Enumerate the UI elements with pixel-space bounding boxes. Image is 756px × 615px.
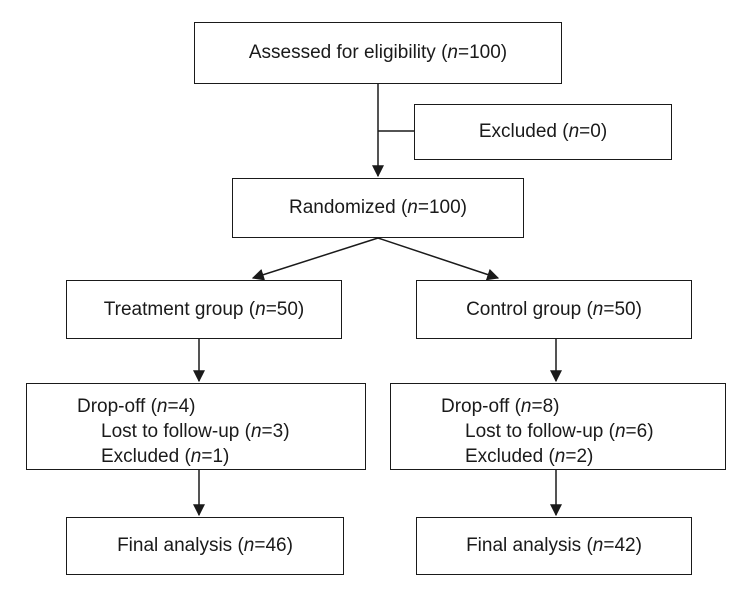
excluded-value: =0) [579,121,608,142]
assessed-label: Assessed for eligibility ( [248,42,448,63]
randomized-value: =100) [417,197,467,218]
treatment-dropoff-box: Drop-off (n=4) Lost to follow-up (n=3) E… [26,383,366,470]
treatment-final-value: =46) [254,535,293,556]
control-excluded-line: Excluded (n=2) [465,446,594,467]
excluded-label: Excluded ( [478,121,569,142]
control-group-box: Control group (n=50) [416,280,692,339]
treatment-final-n: n [243,535,255,556]
control-dropoff-box: Drop-off (n=8) Lost to follow-up (n=6) E… [390,383,726,470]
treatment-group-value: =50) [265,298,305,320]
excluded-box: Excluded (n=0) [414,104,672,160]
treatment-dropoff-line: Drop-off (n=4) [77,396,196,417]
randomized-n: n [407,197,418,218]
excluded-n: n [568,121,580,142]
randomized-label: Randomized ( [289,197,408,218]
control-final-box: Final analysis (n=42) [416,517,692,575]
treatment-excluded-line: Excluded (n=1) [101,446,230,467]
assessed-n: n [447,42,458,63]
assessed-value: =100) [457,42,508,63]
treatment-final-box: Final analysis (n=46) [66,517,344,575]
control-dropoff-line: Drop-off (n=8) [441,396,560,417]
arrow-randomized-to-treatment [251,237,379,281]
control-lost-line: Lost to follow-up (n=6) [465,421,654,442]
control-group-label: Control group ( [466,298,593,320]
assessed-box: Assessed for eligibility (n=100) [194,22,562,84]
treatment-group-box: Treatment group (n=50) [66,280,342,339]
treatment-group-label: Treatment group ( [103,298,256,320]
control-final-n: n [592,535,604,556]
control-final-label: Final analysis ( [466,535,593,556]
arrow-randomized-to-control [377,237,500,281]
treatment-lost-line: Lost to follow-up (n=3) [101,421,290,442]
randomized-box: Randomized (n=100) [232,178,524,238]
treatment-group-n: n [255,298,266,320]
control-group-n: n [592,298,604,320]
treatment-final-label: Final analysis ( [117,535,244,556]
control-final-value: =42) [603,535,642,556]
control-group-value: =50) [603,298,642,320]
